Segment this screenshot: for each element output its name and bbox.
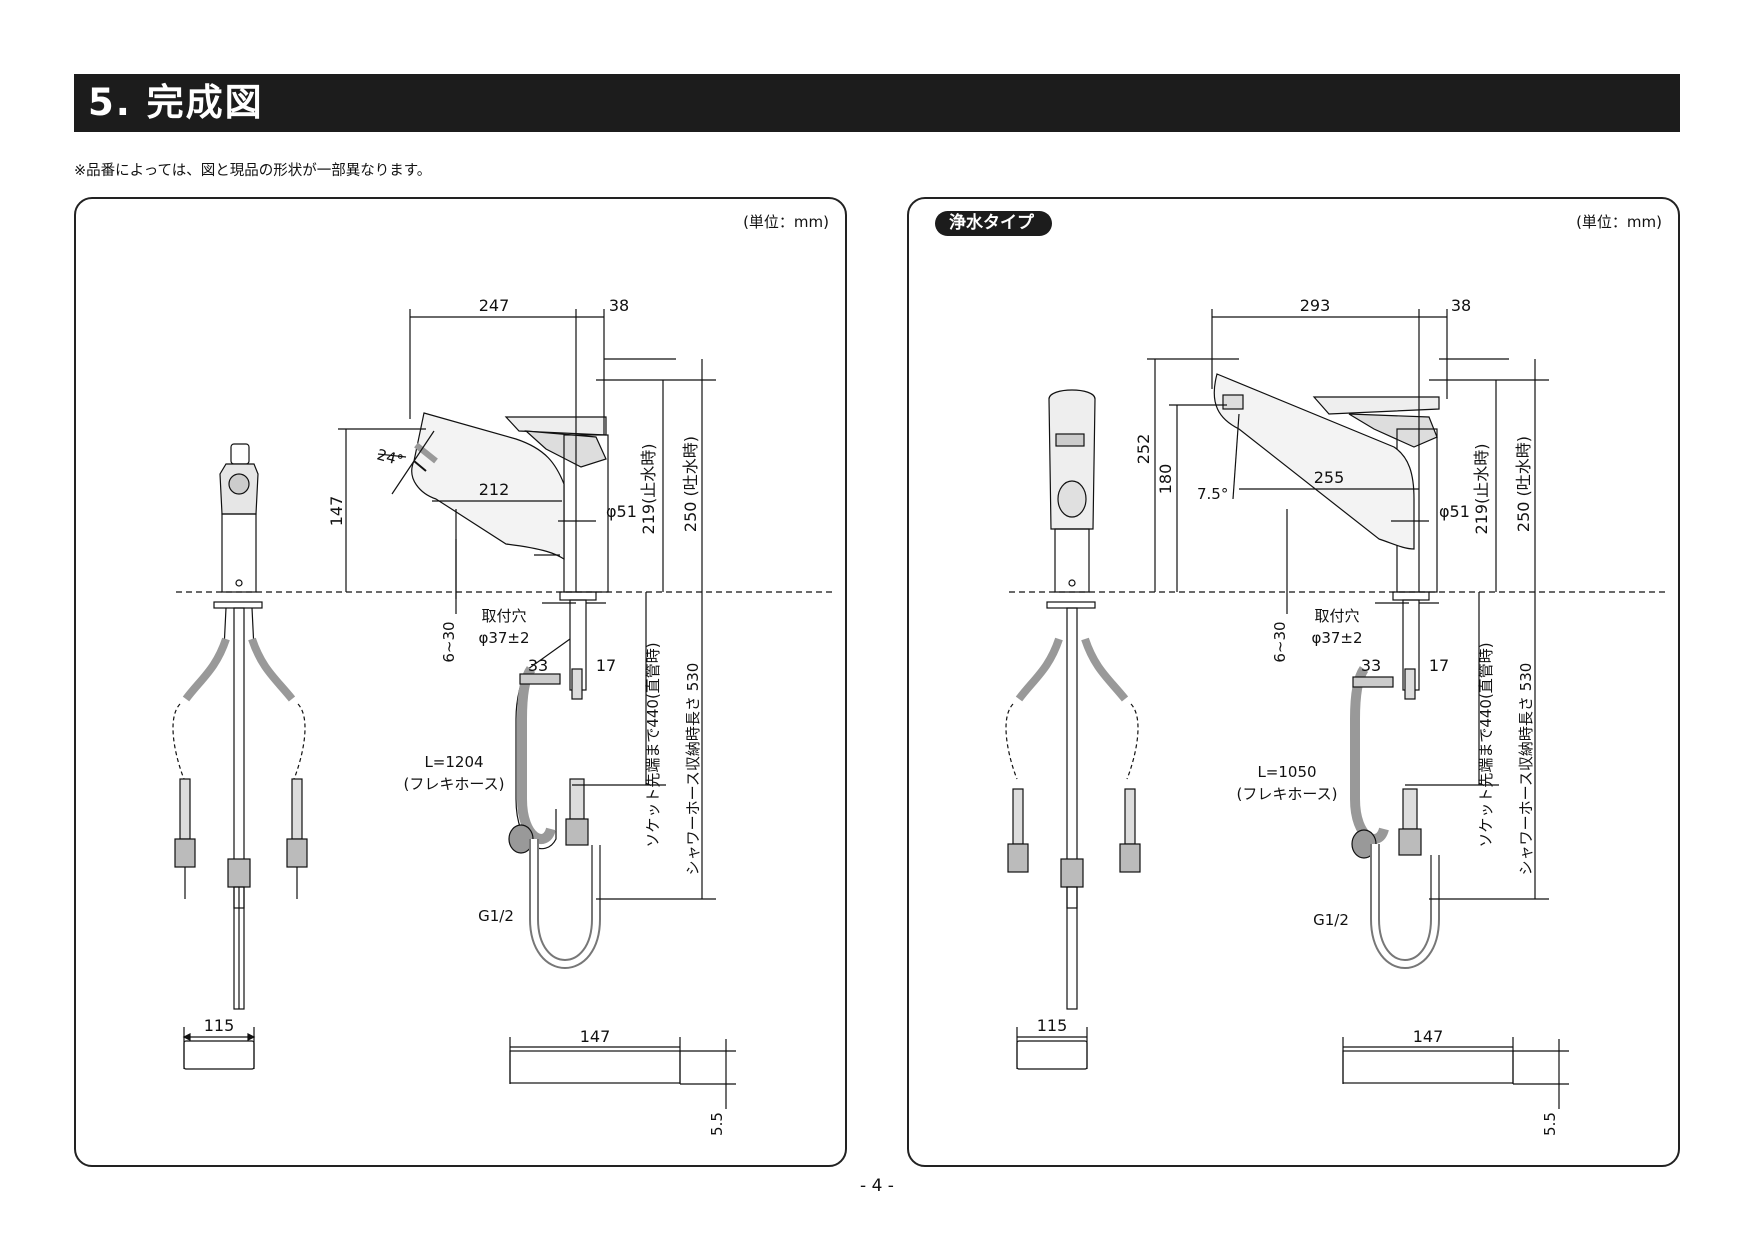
standard-type-drawing-panel: (単位：mm) — [74, 197, 847, 1167]
dim-38: 38 — [1451, 296, 1471, 315]
dim-219-stop: 219(止水時) — [1472, 443, 1491, 534]
dim-5-5: 5.5 — [708, 1112, 726, 1136]
dim-293: 293 — [1300, 296, 1331, 315]
page-number: - 4 - — [860, 1176, 894, 1196]
water-purifier-type-drawing-panel: 浄水タイプ (単位：mm) 115 — [907, 197, 1680, 1167]
front-base-plate — [1016, 1027, 1088, 1070]
type-badge: 浄水タイプ — [935, 211, 1052, 236]
dim-212: 212 — [479, 480, 510, 499]
mount-hole-label: 取付穴 — [481, 607, 526, 625]
purifier-faucet-drawing: 115 — [1005, 296, 1669, 1136]
hose-type: (フレキホース) — [404, 775, 505, 793]
dim-socket-440: ソケット先端まで440(直管時) — [644, 642, 662, 847]
front-base-plate — [182, 1027, 256, 1070]
mount-hole-dia: φ37±2 — [1311, 629, 1362, 647]
dim-dia-51: φ51 — [606, 502, 637, 521]
front-view — [1005, 389, 1141, 1010]
front-view — [172, 443, 308, 1010]
hose-length: L=1204 — [424, 753, 483, 771]
dim-angle: 7.5° — [1197, 485, 1228, 503]
dim-219-stop: 219(止水時) — [639, 443, 658, 534]
dim-250-spout: 250 (吐水時) — [1514, 436, 1533, 532]
section-title-bar: 5. 完成図 — [74, 74, 1680, 132]
disclaimer-note: ※品番によっては、図と現品の形状が一部異なります。 — [74, 163, 432, 179]
dim-angle: 24° — [375, 445, 405, 469]
dim-socket-440: ソケット先端まで440(直管時) — [1477, 642, 1495, 847]
dim-dia-51: φ51 — [1439, 502, 1470, 521]
dim-thickness: 6~30 — [1271, 621, 1289, 662]
unit-label: (単位：mm) — [1576, 213, 1662, 231]
thread-size: G1/2 — [478, 907, 514, 925]
side-view — [1213, 373, 1440, 969]
side-dimensions — [338, 309, 716, 900]
dim-115: 115 — [204, 1016, 235, 1035]
dim-17: 17 — [596, 656, 616, 675]
mount-hole-label: 取付穴 — [1314, 607, 1359, 625]
dim-255: 255 — [1314, 468, 1345, 487]
dim-115: 115 — [1037, 1016, 1068, 1035]
dim-252: 252 — [1134, 434, 1153, 465]
dim-33: 33 — [528, 656, 548, 675]
standard-faucet-drawing: 115 — [172, 296, 836, 1136]
dim-247: 247 — [479, 296, 510, 315]
dim-17: 17 — [1429, 656, 1449, 675]
dim-250-spout: 250 (吐水時) — [681, 436, 700, 532]
dim-180: 180 — [1156, 464, 1175, 495]
dim-thickness: 6~30 — [440, 621, 458, 662]
dim-147-width: 147 — [580, 1027, 611, 1046]
dim-147-height: 147 — [327, 496, 346, 527]
mount-hole-dia: φ37±2 — [478, 629, 529, 647]
dim-33: 33 — [1361, 656, 1381, 675]
hose-length: L=1050 — [1257, 763, 1316, 781]
hose-type: (フレキホース) — [1237, 785, 1338, 803]
dim-147-width: 147 — [1413, 1027, 1444, 1046]
dim-5-5: 5.5 — [1541, 1112, 1559, 1136]
dim-shower-530: シャワーホース収納時長さ 530 — [1517, 663, 1535, 876]
side-base-plate — [1342, 1037, 1569, 1109]
side-base-plate — [509, 1037, 736, 1109]
dim-38: 38 — [609, 296, 629, 315]
side-dimensions — [1147, 309, 1549, 900]
section-title: 5. 完成図 — [88, 81, 264, 124]
unit-label: (単位：mm) — [743, 213, 829, 231]
thread-size: G1/2 — [1313, 911, 1349, 929]
side-view — [411, 412, 609, 969]
dim-shower-530: シャワーホース収納時長さ 530 — [684, 663, 702, 876]
